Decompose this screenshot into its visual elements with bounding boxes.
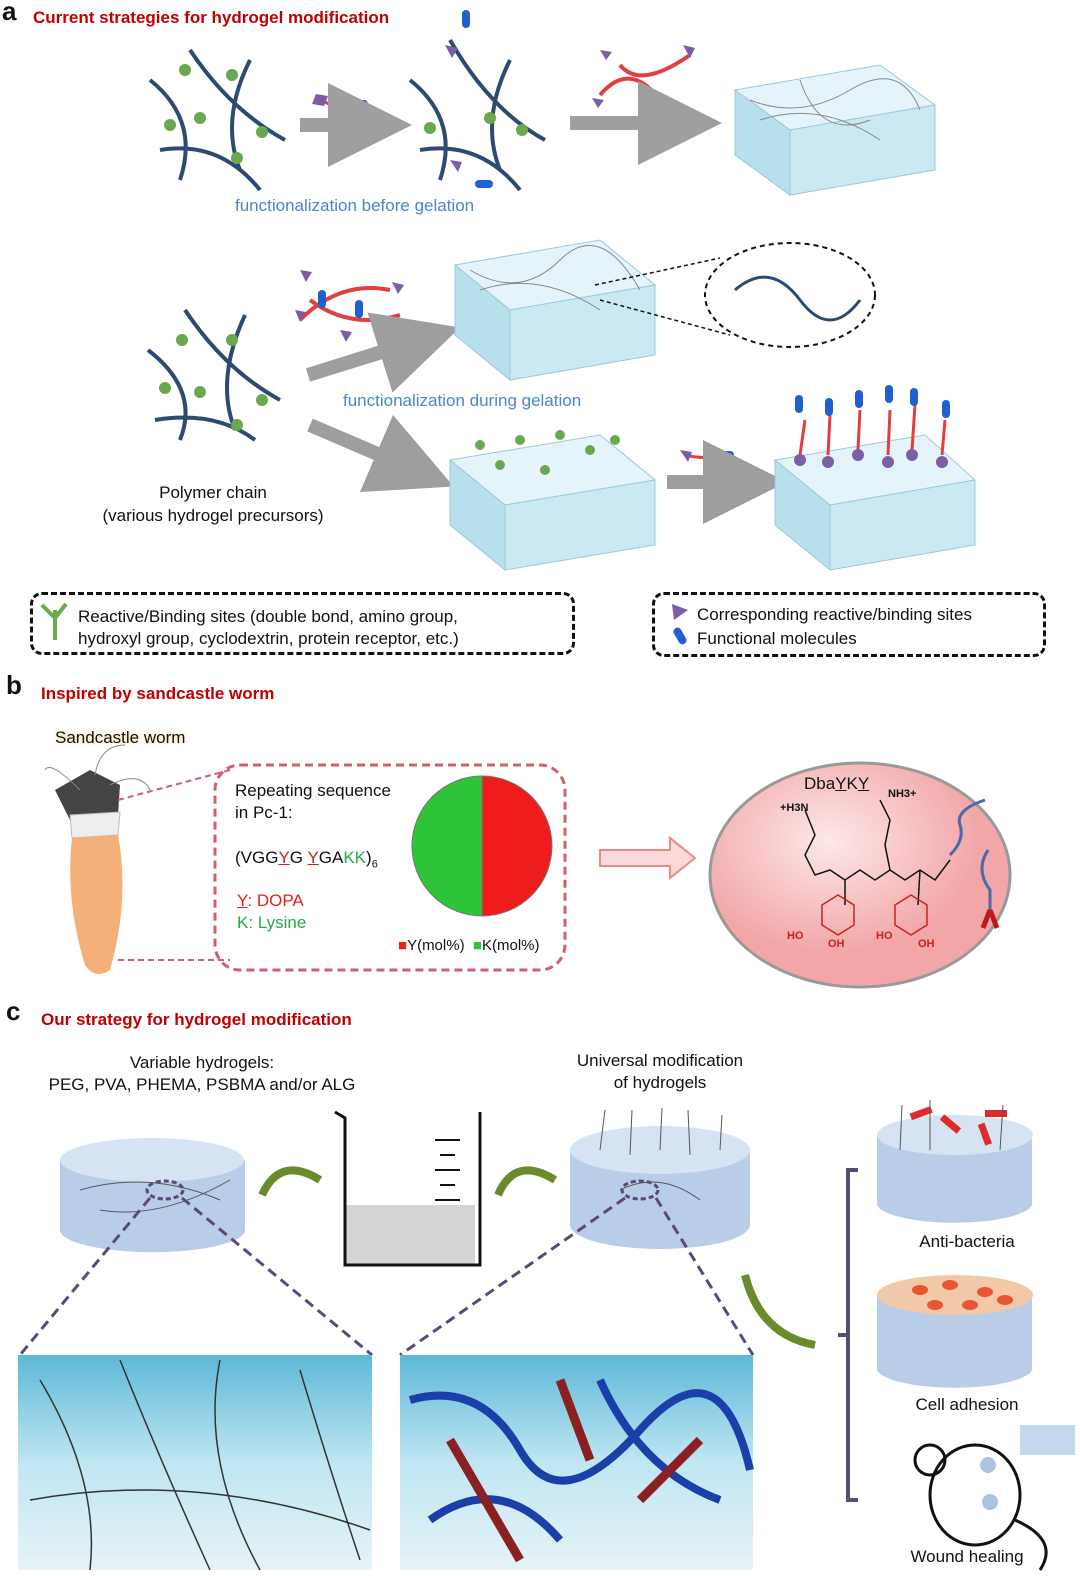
curved-arrow-icon: [258, 1166, 323, 1197]
hydrogel-network-image: [18, 1355, 372, 1570]
legend-text: Reactive/Binding sites (double bond, ami…: [78, 607, 458, 626]
polymer-chain-icon: [146, 39, 546, 442]
sequence: (VGGYG YGAKK)6: [235, 848, 378, 871]
legend-text: hydroxyl group, cyclodextrin, protein re…: [78, 629, 459, 648]
hydroxyl-label: OH: [918, 938, 935, 950]
worm-label: Sandcastle worm: [55, 728, 186, 747]
arrow-icon: [599, 835, 697, 881]
molecule-name: DbaYKY: [804, 774, 870, 793]
legend-left: Reactive/Binding sites (double bond, ami…: [30, 592, 575, 655]
legend-right: Corresponding reactive/binding sites Fun…: [652, 592, 1046, 657]
amine-label: +H3N: [780, 802, 809, 814]
hydrogel-patch: [1020, 1425, 1075, 1455]
sandcastle-worm-icon: [44, 744, 151, 974]
hydroxyl-label: HO: [876, 930, 893, 942]
variable-hydrogels-label: Variable hydrogels:: [129, 1053, 275, 1072]
variable-hydrogels-list: PEG, PVA, PHEMA, PSBMA and/or ALG: [48, 1075, 356, 1094]
pie-chart: [411, 775, 553, 917]
functional-molecule-icon: [673, 627, 687, 645]
mouse-icon: [913, 1443, 1048, 1571]
hydrogel-block: [448, 64, 977, 572]
hydroxyl-label: OH: [828, 938, 845, 950]
polymer-sublabel: (various hydrogel precursors): [102, 506, 324, 525]
key-dopa: Y: DOPA: [237, 891, 304, 910]
panel-a-title: Current strategies for hydrogel modifica…: [33, 8, 390, 27]
app-anti-bacteria: Anti-bacteria: [919, 1232, 1015, 1251]
panel-label-c: c: [6, 996, 21, 1026]
beaker-icon: [334, 1110, 482, 1267]
caption-before-gelation: functionalization before gelation: [235, 196, 475, 215]
panel-label-b: b: [6, 670, 22, 700]
legend-text: Corresponding reactive/binding sites: [697, 605, 972, 624]
reactive-site-icon: [672, 604, 688, 620]
legend-y: Y(mol%): [407, 937, 465, 954]
amine-label: NH3+: [888, 788, 917, 800]
panel-b-title: Inspired by sandcastle worm: [41, 684, 275, 703]
key-lysine: K: Lysine: [237, 913, 307, 932]
caption-during-gelation: functionalization during gelation: [343, 391, 582, 410]
app-cell-adhesion: Cell adhesion: [915, 1395, 1019, 1414]
polymer-label: Polymer chain: [159, 483, 267, 502]
app-wound-healing: Wound healing: [910, 1547, 1024, 1566]
hydroxyl-label: HO: [787, 930, 804, 942]
legend-text: Functional molecules: [697, 629, 857, 648]
universal-label: Universal modification: [576, 1051, 744, 1070]
arrow-icon: [300, 81, 787, 524]
molecule-ellipse: [708, 761, 1012, 989]
legend-k: K(mol%): [481, 937, 540, 954]
pie-legend: ■Y(mol%) ■K(mol%): [398, 937, 540, 954]
pie-slice-y: [481, 775, 553, 917]
sequence-box: [213, 763, 567, 972]
modified-network-image: [400, 1355, 753, 1570]
hydrogel-cylinder: [60, 1115, 1033, 1388]
binding-site-icon: [159, 64, 528, 431]
zoom-ellipse: [704, 242, 876, 348]
dbaykyy-structure: [804, 799, 951, 936]
panel-c-title: Our strategy for hydrogel modification: [41, 1010, 352, 1029]
panel-label-a: a: [2, 0, 17, 26]
pie-slice-k: [411, 775, 483, 917]
universal-label: of hydrogels: [613, 1073, 707, 1092]
sequence-label: Repeating sequence: [235, 781, 391, 800]
bracket: [838, 1168, 858, 1502]
curved-arrow-icon: [741, 1273, 816, 1349]
curved-arrow-icon: [494, 1166, 558, 1197]
sequence-label: in Pc-1:: [235, 803, 293, 822]
binding-site-icon: [40, 602, 68, 640]
